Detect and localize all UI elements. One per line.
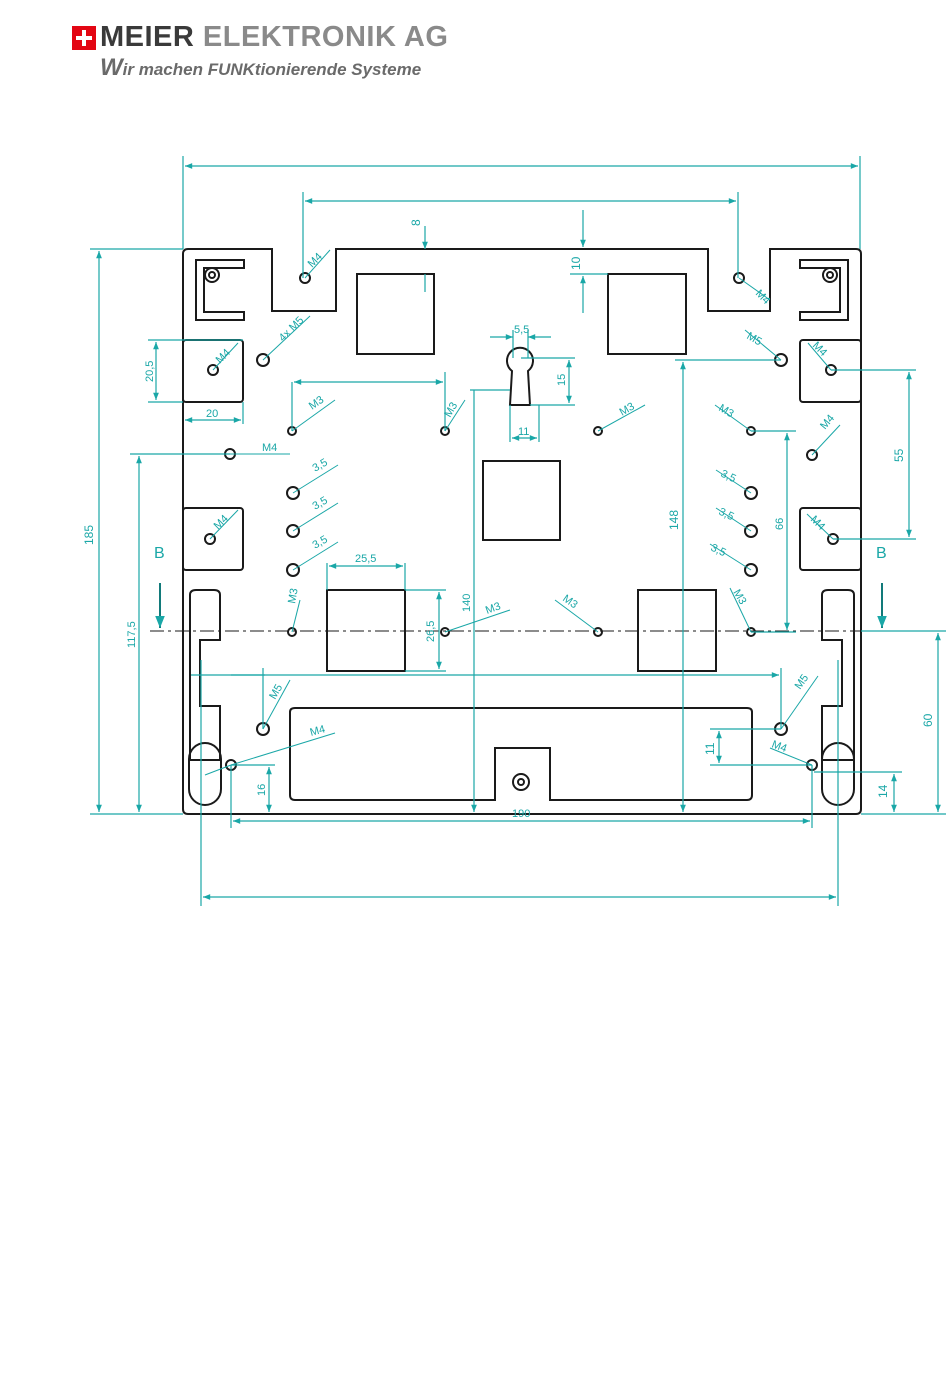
holes bbox=[205, 268, 838, 790]
dim-11-right: 11 bbox=[703, 742, 717, 755]
label-m3: M3 bbox=[286, 587, 300, 604]
label-m4: M4 bbox=[810, 340, 829, 359]
hole-corner-inner bbox=[209, 272, 215, 278]
label-m5: M5 bbox=[745, 330, 764, 348]
label-3-5: 3,5 bbox=[709, 542, 728, 559]
section-arrows bbox=[160, 583, 882, 628]
label-m4: M4 bbox=[770, 739, 788, 756]
l-bracket-right bbox=[800, 260, 848, 320]
label-3-5: 3,5 bbox=[717, 506, 736, 523]
label-m3: M3 bbox=[730, 588, 748, 607]
cutout-top-left bbox=[357, 274, 434, 354]
label-4x-m5: 4x M5 bbox=[277, 314, 307, 344]
dim-11-top: 11 bbox=[518, 426, 529, 438]
label-m3: M3 bbox=[484, 600, 502, 617]
label-m4: M4 bbox=[306, 251, 325, 270]
dim-5-5: 5,5 bbox=[514, 324, 529, 336]
dim-16: 16 bbox=[256, 784, 268, 796]
dim-55: 55 bbox=[892, 448, 906, 462]
dim-140: 140 bbox=[461, 594, 473, 612]
cutout-top-right bbox=[608, 274, 686, 354]
section-mark-right: B bbox=[876, 545, 887, 562]
label-m3: M3 bbox=[307, 394, 326, 413]
dim-185: 185 bbox=[82, 525, 96, 545]
label-m4: M4 bbox=[212, 513, 231, 532]
dim-20-5: 20,5 bbox=[144, 361, 156, 382]
label-m3: M3 bbox=[560, 593, 579, 612]
label-m5: M5 bbox=[793, 672, 812, 691]
dim-15: 15 bbox=[556, 374, 568, 386]
corner-cutout bbox=[800, 340, 861, 402]
corner-cutout bbox=[183, 340, 243, 402]
l-bracket-left bbox=[196, 260, 244, 320]
hole-bottom-center-inner bbox=[518, 779, 524, 785]
dimension-labels: 8 10 5,5 15 11 20,5 20 185 117,5 148 140… bbox=[82, 219, 935, 820]
label-m3: M3 bbox=[618, 401, 637, 419]
dim-20: 20 bbox=[206, 408, 218, 420]
dim-117-5: 117,5 bbox=[126, 621, 138, 648]
keyhole-slot bbox=[507, 348, 533, 405]
hole-corner bbox=[205, 268, 219, 282]
corner-cutout bbox=[183, 508, 243, 570]
dim-148: 148 bbox=[667, 510, 681, 530]
section-mark-left: B bbox=[154, 545, 165, 562]
label-m4: M4 bbox=[818, 413, 837, 432]
label-m4: M4 bbox=[214, 347, 233, 366]
dim-8: 8 bbox=[409, 219, 423, 226]
dim-66: 66 bbox=[774, 518, 786, 530]
hole-corner bbox=[823, 268, 837, 282]
cutout-center bbox=[483, 461, 560, 540]
label-m5: M5 bbox=[267, 682, 285, 701]
dim-60: 60 bbox=[921, 713, 935, 727]
dim-190: 190 bbox=[512, 808, 530, 820]
oval-hole-left bbox=[189, 743, 221, 805]
dim-25-5: 25,5 bbox=[355, 553, 376, 565]
dim-26-5: 26,5 bbox=[425, 621, 437, 642]
hole-corner-inner bbox=[827, 272, 833, 278]
dim-14: 14 bbox=[876, 784, 890, 798]
hole-bottom-center bbox=[513, 774, 529, 790]
dim-10: 10 bbox=[569, 256, 583, 270]
label-m4: M4 bbox=[262, 442, 277, 454]
